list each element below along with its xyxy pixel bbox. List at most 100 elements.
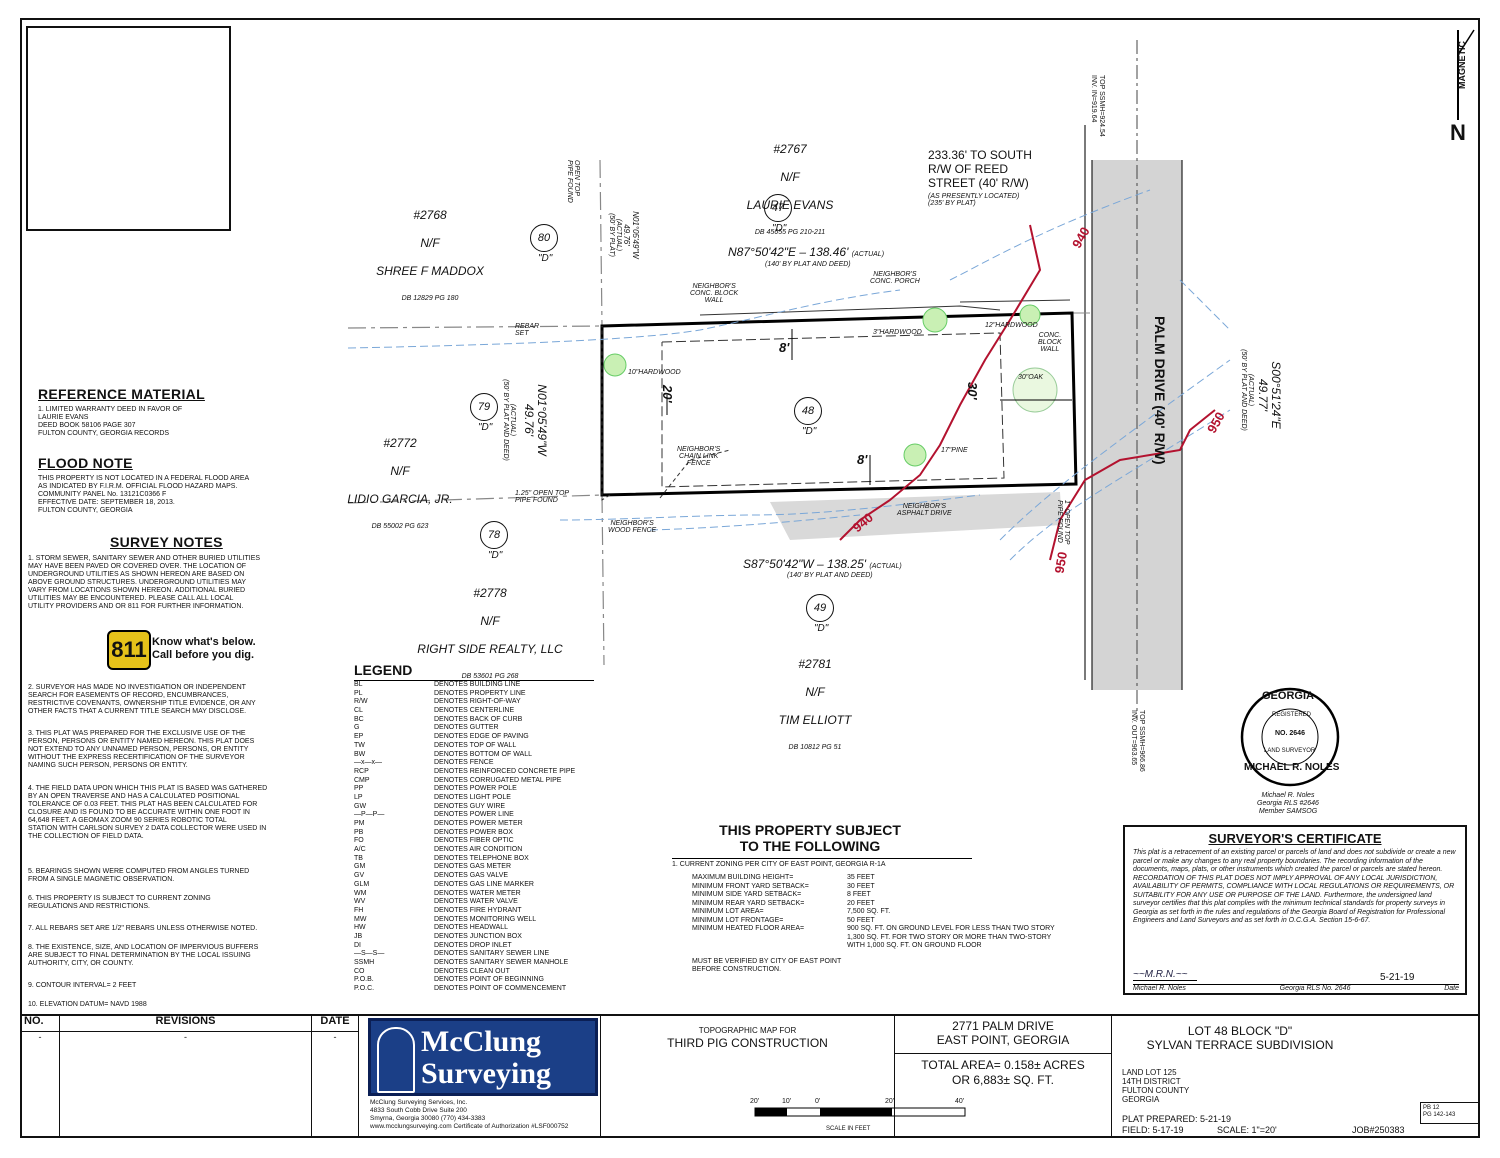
legend-symbol: GM xyxy=(354,863,366,871)
sig-name: Michael R. Noles xyxy=(1133,985,1186,992)
zoning-row: MINIMUM HEATED FLOOR AREA=900 SQ. FT. ON… xyxy=(692,925,1112,951)
chain-link-fence xyxy=(659,449,731,499)
legend-desc: DENOTES AIR CONDITION xyxy=(434,846,523,854)
certificate-title: SURVEYOR'S CERTIFICATE xyxy=(1208,831,1382,846)
hardwood-10-label: 10"HARDWOOD xyxy=(628,369,681,376)
legend-symbol: GV xyxy=(354,872,365,880)
lot-deed: DB 10812 PG 51 xyxy=(788,744,842,751)
contour-line xyxy=(949,189,1151,281)
reed-street-note: (AS PRESENTLY LOCATED) (235' BY PLAT) xyxy=(928,193,1020,207)
lot-deed: DB 12829 PG 180 xyxy=(401,295,459,302)
legend-desc: DENOTES WATER METER xyxy=(434,889,521,897)
company-info: McClung Surveying Services, Inc. 4833 So… xyxy=(370,1099,569,1130)
hardwood-tree xyxy=(1019,304,1041,326)
zoning-value: 8 FEET xyxy=(847,891,871,898)
lot-block-title: LOT 48 BLOCK "D" xyxy=(1187,1024,1293,1038)
legend-symbol: FH xyxy=(354,906,364,914)
subject-to-title: THIS PROPERTY SUBJECT TO THE FOLLOWING xyxy=(719,822,901,854)
address-line-1: 2771 PALM DRIVE xyxy=(952,1019,1054,1033)
survey-notes-title: SURVEY NOTES xyxy=(110,534,223,550)
seal-name: MICHAEL R. NOLES xyxy=(1244,762,1340,773)
area-acres: TOTAL AREA= 0.158± ACRES xyxy=(921,1058,1085,1072)
legend-desc: DENOTES POWER POLE xyxy=(434,785,517,793)
legend-desc: DENOTES CLEAN OUT xyxy=(434,967,510,975)
area-sqft: OR 6,883± SQ. FT. xyxy=(952,1073,1054,1087)
north-letter: N xyxy=(1450,120,1466,145)
logo-mark-icon xyxy=(377,1027,415,1093)
scale-text: SCALE: 1"=20' xyxy=(1217,1125,1277,1135)
legend-desc: DENOTES REINFORCED CONCRETE PIPE xyxy=(434,767,576,775)
zoning-row: MINIMUM LOT FRONTAGE=50 FEET xyxy=(692,917,1112,926)
legend-desc: DENOTES TELEPHONE BOX xyxy=(434,854,529,862)
zoning-row: MINIMUM FRONT YARD SETBACK=30 FEET xyxy=(692,883,1112,892)
legend-symbol: —S—S— xyxy=(354,950,385,958)
zoning-value: 900 SQ. FT. ON GROUND LEVEL FOR LESS THA… xyxy=(847,925,1055,949)
porch-line xyxy=(959,299,1071,303)
survey-note-9: 9. CONTOUR INTERVAL= 2 FEET xyxy=(28,982,137,989)
legend-symbol: TW xyxy=(354,741,365,749)
ssmh-bottom-label: TOP SSMH=966.86 INV. OUT=963.65 xyxy=(1130,710,1145,772)
legend-desc: DENOTES SANITARY SEWER MANHOLE xyxy=(434,959,569,966)
lot-block: "D" xyxy=(488,550,503,561)
neighbor-porch-label: NEIGHBOR'S CONC. PORCH xyxy=(870,271,920,285)
rev-header: REVISIONS xyxy=(59,1014,312,1032)
zoning-value: 20 FEET xyxy=(847,899,875,907)
seal-sub: LAND SURVEYOR xyxy=(1264,748,1316,754)
scale-tick: 0' xyxy=(815,1098,821,1105)
side-setback-north: 8' xyxy=(779,340,790,355)
bearing-nw-upper-note: (ACTUAL) (50' BY PLAT) xyxy=(608,213,622,257)
lot-line-south-ext xyxy=(601,494,605,666)
legend-desc: DENOTES POWER LINE xyxy=(434,811,514,819)
scale-bar xyxy=(754,1107,966,1117)
legend-desc: DENOTES LIGHT POLE xyxy=(434,793,511,801)
legend-symbol: P.O.C. xyxy=(354,985,375,993)
rev-val: - xyxy=(59,1031,312,1138)
legend-symbol: R/W xyxy=(354,698,368,706)
legend-row: —P—P—DENOTES POWER LINE xyxy=(354,811,594,820)
zoning-row: MINIMUM REAR YARD SETBACK=20 FEET xyxy=(692,900,1112,909)
palm-drive-label: PALM DRIVE (40' R/W) xyxy=(1152,316,1168,465)
open-top-west-label: 1.25" OPEN TOP PIPE FOUND xyxy=(515,490,570,504)
legend-symbol: P.O.B. xyxy=(354,976,374,984)
rev-date-header: DATE xyxy=(311,1014,359,1032)
legend-symbol: RCP xyxy=(354,767,369,775)
index-contour-950 xyxy=(1049,409,1216,561)
lot-2781-label: #2781 N/F TIM ELLIOTT DB 10812 PG 51 xyxy=(760,643,870,769)
reference-title: REFERENCE MATERIAL xyxy=(38,386,205,402)
survey-note-10: 10. ELEVATION DATUM= NAVD 1988 xyxy=(28,1001,147,1008)
verify-note: MUST BE VERIFIED BY CITY OF EAST POINT B… xyxy=(692,958,842,973)
scale-tick: 40' xyxy=(955,1098,965,1105)
logo-bottom: Surveying xyxy=(421,1057,552,1090)
signature: ~~M.R.N.~~ xyxy=(1133,969,1197,981)
plat-prepared: PLAT PREPARED: 5-21-19 xyxy=(1122,1114,1232,1124)
lot-line-sw-ext xyxy=(347,494,603,504)
lot-2768-label: #2768 N/F SHREE F MADDOX DB 12829 PG 180 xyxy=(360,194,500,320)
contour-line xyxy=(999,359,1231,541)
sig-rls: Georgia RLS No. 2646 xyxy=(1279,985,1351,992)
flood-body: THIS PROPERTY IS NOT LOCATED IN A FEDERA… xyxy=(38,475,250,514)
front-setback: 30' xyxy=(965,382,980,400)
legend-desc: DENOTES DROP INLET xyxy=(434,941,512,949)
lot-nf: N/F xyxy=(780,170,800,184)
legend-symbol: GW xyxy=(354,802,367,810)
legend-symbol: CMP xyxy=(354,776,370,784)
lot-block: "D" xyxy=(772,223,787,234)
legend-symbol: LP xyxy=(354,793,363,801)
client-name: THIRD PIG CONSTRUCTION xyxy=(667,1036,828,1050)
mcclung-logo: McClung Surveying xyxy=(368,1018,598,1096)
index-contours xyxy=(839,224,1216,561)
lot-line-nw-ext xyxy=(347,325,603,329)
zoning-row: MINIMUM SIDE YARD SETBACK=8 FEET xyxy=(692,891,1112,900)
lot-circle-79: 79 xyxy=(470,393,498,421)
lot-block: "D" xyxy=(802,426,817,437)
legend-desc: DENOTES POWER BOX xyxy=(434,828,513,836)
